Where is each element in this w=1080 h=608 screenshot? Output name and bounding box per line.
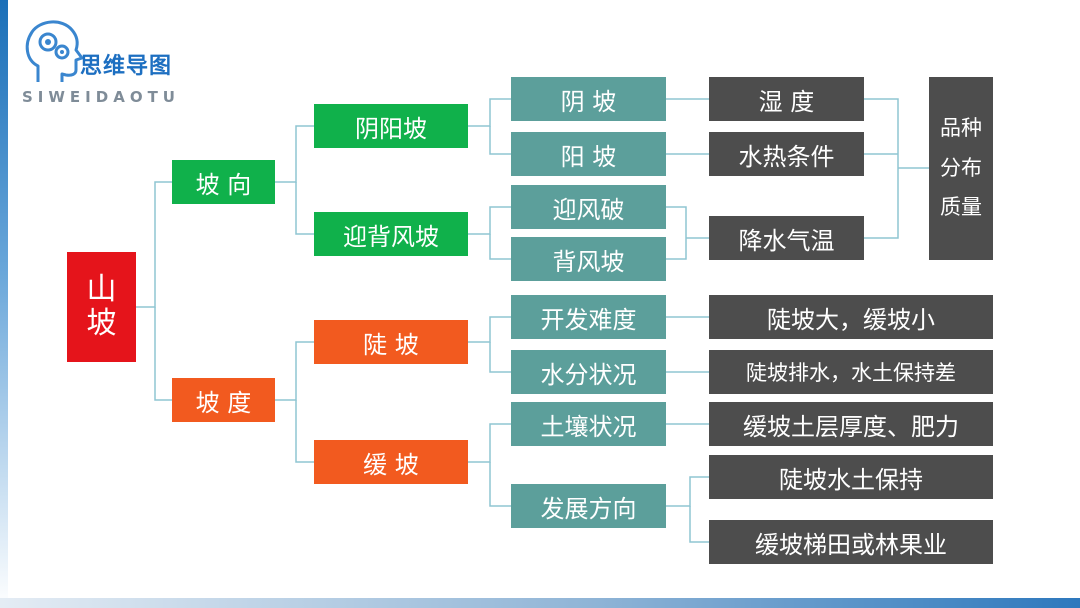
node-development-difficulty: 开发难度 [511,295,666,339]
node-drainage-result: 陡坡排水，水土保持差 [709,350,993,394]
node-shady-slope: 阴 坡 [511,77,666,121]
head-gears-icon [25,20,84,82]
logo-title: 思维导图 [80,54,173,79]
logo-subtitle: SIWEIDAOTU [22,88,180,106]
node-leeward-slope: 背风坡 [511,237,666,281]
node-soil-condition: 土壤状况 [511,402,666,446]
node-development-direction: 发展方向 [511,484,666,528]
node-heat-water-condition: 水热条件 [709,132,864,176]
node-humidity: 湿 度 [709,77,864,121]
bottom-accent-strip [0,598,1080,608]
node-gentle-direction: 缓坡梯田或林果业 [709,520,993,564]
logo: 思维导图 SIWEIDAOTU [14,12,214,112]
node-mountain-slope: 山 坡 [67,252,136,362]
node-precipitation-temperature: 降水气温 [709,216,864,260]
node-difficulty-result: 陡坡大，缓坡小 [709,295,993,339]
node-sunny-slope: 阳 坡 [511,132,666,176]
left-accent-strip [0,0,8,608]
node-steep-slope: 陡 坡 [314,320,468,364]
node-soil-result: 缓坡土层厚度、肥力 [709,402,993,446]
node-steep-direction: 陡坡水土保持 [709,455,993,499]
node-slope-aspect: 坡 向 [172,160,275,204]
node-gentle-slope: 缓 坡 [314,440,468,484]
node-windward-slope: 迎风破 [511,185,666,229]
node-yinyang-slope: 阴阳坡 [314,104,468,148]
node-moisture-condition: 水分状况 [511,350,666,394]
node-slope-gradient: 坡 度 [172,378,275,422]
node-variety-distribution-quality: 品种 分布 质量 [929,77,993,260]
node-windward-leeward-slope: 迎背风坡 [314,212,468,256]
